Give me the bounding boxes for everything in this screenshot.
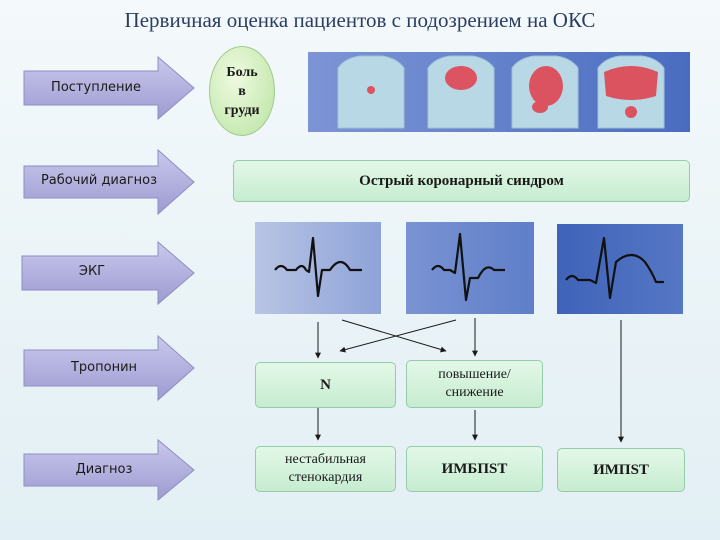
row-label-diagnosis: Диагноз (75, 462, 133, 477)
diagnosis-unstable-line1: нестабильная (285, 452, 366, 467)
chest-pain-line1: Боль (226, 64, 258, 80)
working-diagnosis-text: Острый коронарный синдром (359, 173, 564, 189)
ecg-normal-icon (274, 236, 362, 298)
working-diagnosis-box: Острый коронарный синдром (233, 160, 690, 202)
connector-cross-left (341, 319, 447, 353)
chest-pain-circle: Боль в груди (209, 46, 275, 136)
diagnosis-stemi-text: ИМПST (593, 462, 649, 478)
diagnosis-nstemi-box: ИМБПST (406, 446, 543, 492)
connector-cross-right (339, 319, 457, 353)
ecg-st-depression-icon (431, 232, 505, 302)
troponin-changed-line2: снижение (445, 385, 504, 400)
row-label-working-diagnosis: Рабочий диагноз (40, 173, 158, 188)
pain-area-marks (367, 66, 658, 118)
troponin-changed-box: повышение/ снижение (406, 360, 543, 408)
troponin-normal-box: N (255, 362, 396, 408)
diagnosis-stemi-box: ИМПST (557, 448, 685, 492)
diagnosis-unstable-line2: стенокардия (288, 470, 363, 485)
row-label-ecg: ЭКГ (78, 264, 106, 279)
diagnosis-unstable-box: нестабильная стенокардия (255, 446, 396, 492)
ecg-panel-st-depression (406, 222, 534, 314)
row-label-troponin: Тропонин (70, 360, 138, 375)
chest-pain-line3: груди (224, 102, 260, 118)
page-title: Первичная оценка пациентов с подозрением… (124, 8, 596, 32)
row-arrow-diagnosis (23, 438, 195, 502)
ecg-panel-normal (255, 222, 381, 314)
diagnosis-nstemi-text: ИМБПST (441, 461, 508, 477)
troponin-changed-line1: повышение/ (438, 367, 511, 382)
chest-pain-line2: в (238, 83, 246, 99)
troponin-normal-text: N (320, 377, 331, 393)
row-arrow-working-diagnosis (23, 148, 195, 216)
row-arrow-ecg (21, 240, 195, 306)
ecg-st-elevation-icon (565, 236, 664, 300)
ecg-panel-st-elevation (557, 224, 683, 314)
row-arrow-troponin (23, 334, 195, 402)
row-arrow-admission (23, 55, 195, 121)
row-label-admission: Поступление (51, 80, 141, 95)
